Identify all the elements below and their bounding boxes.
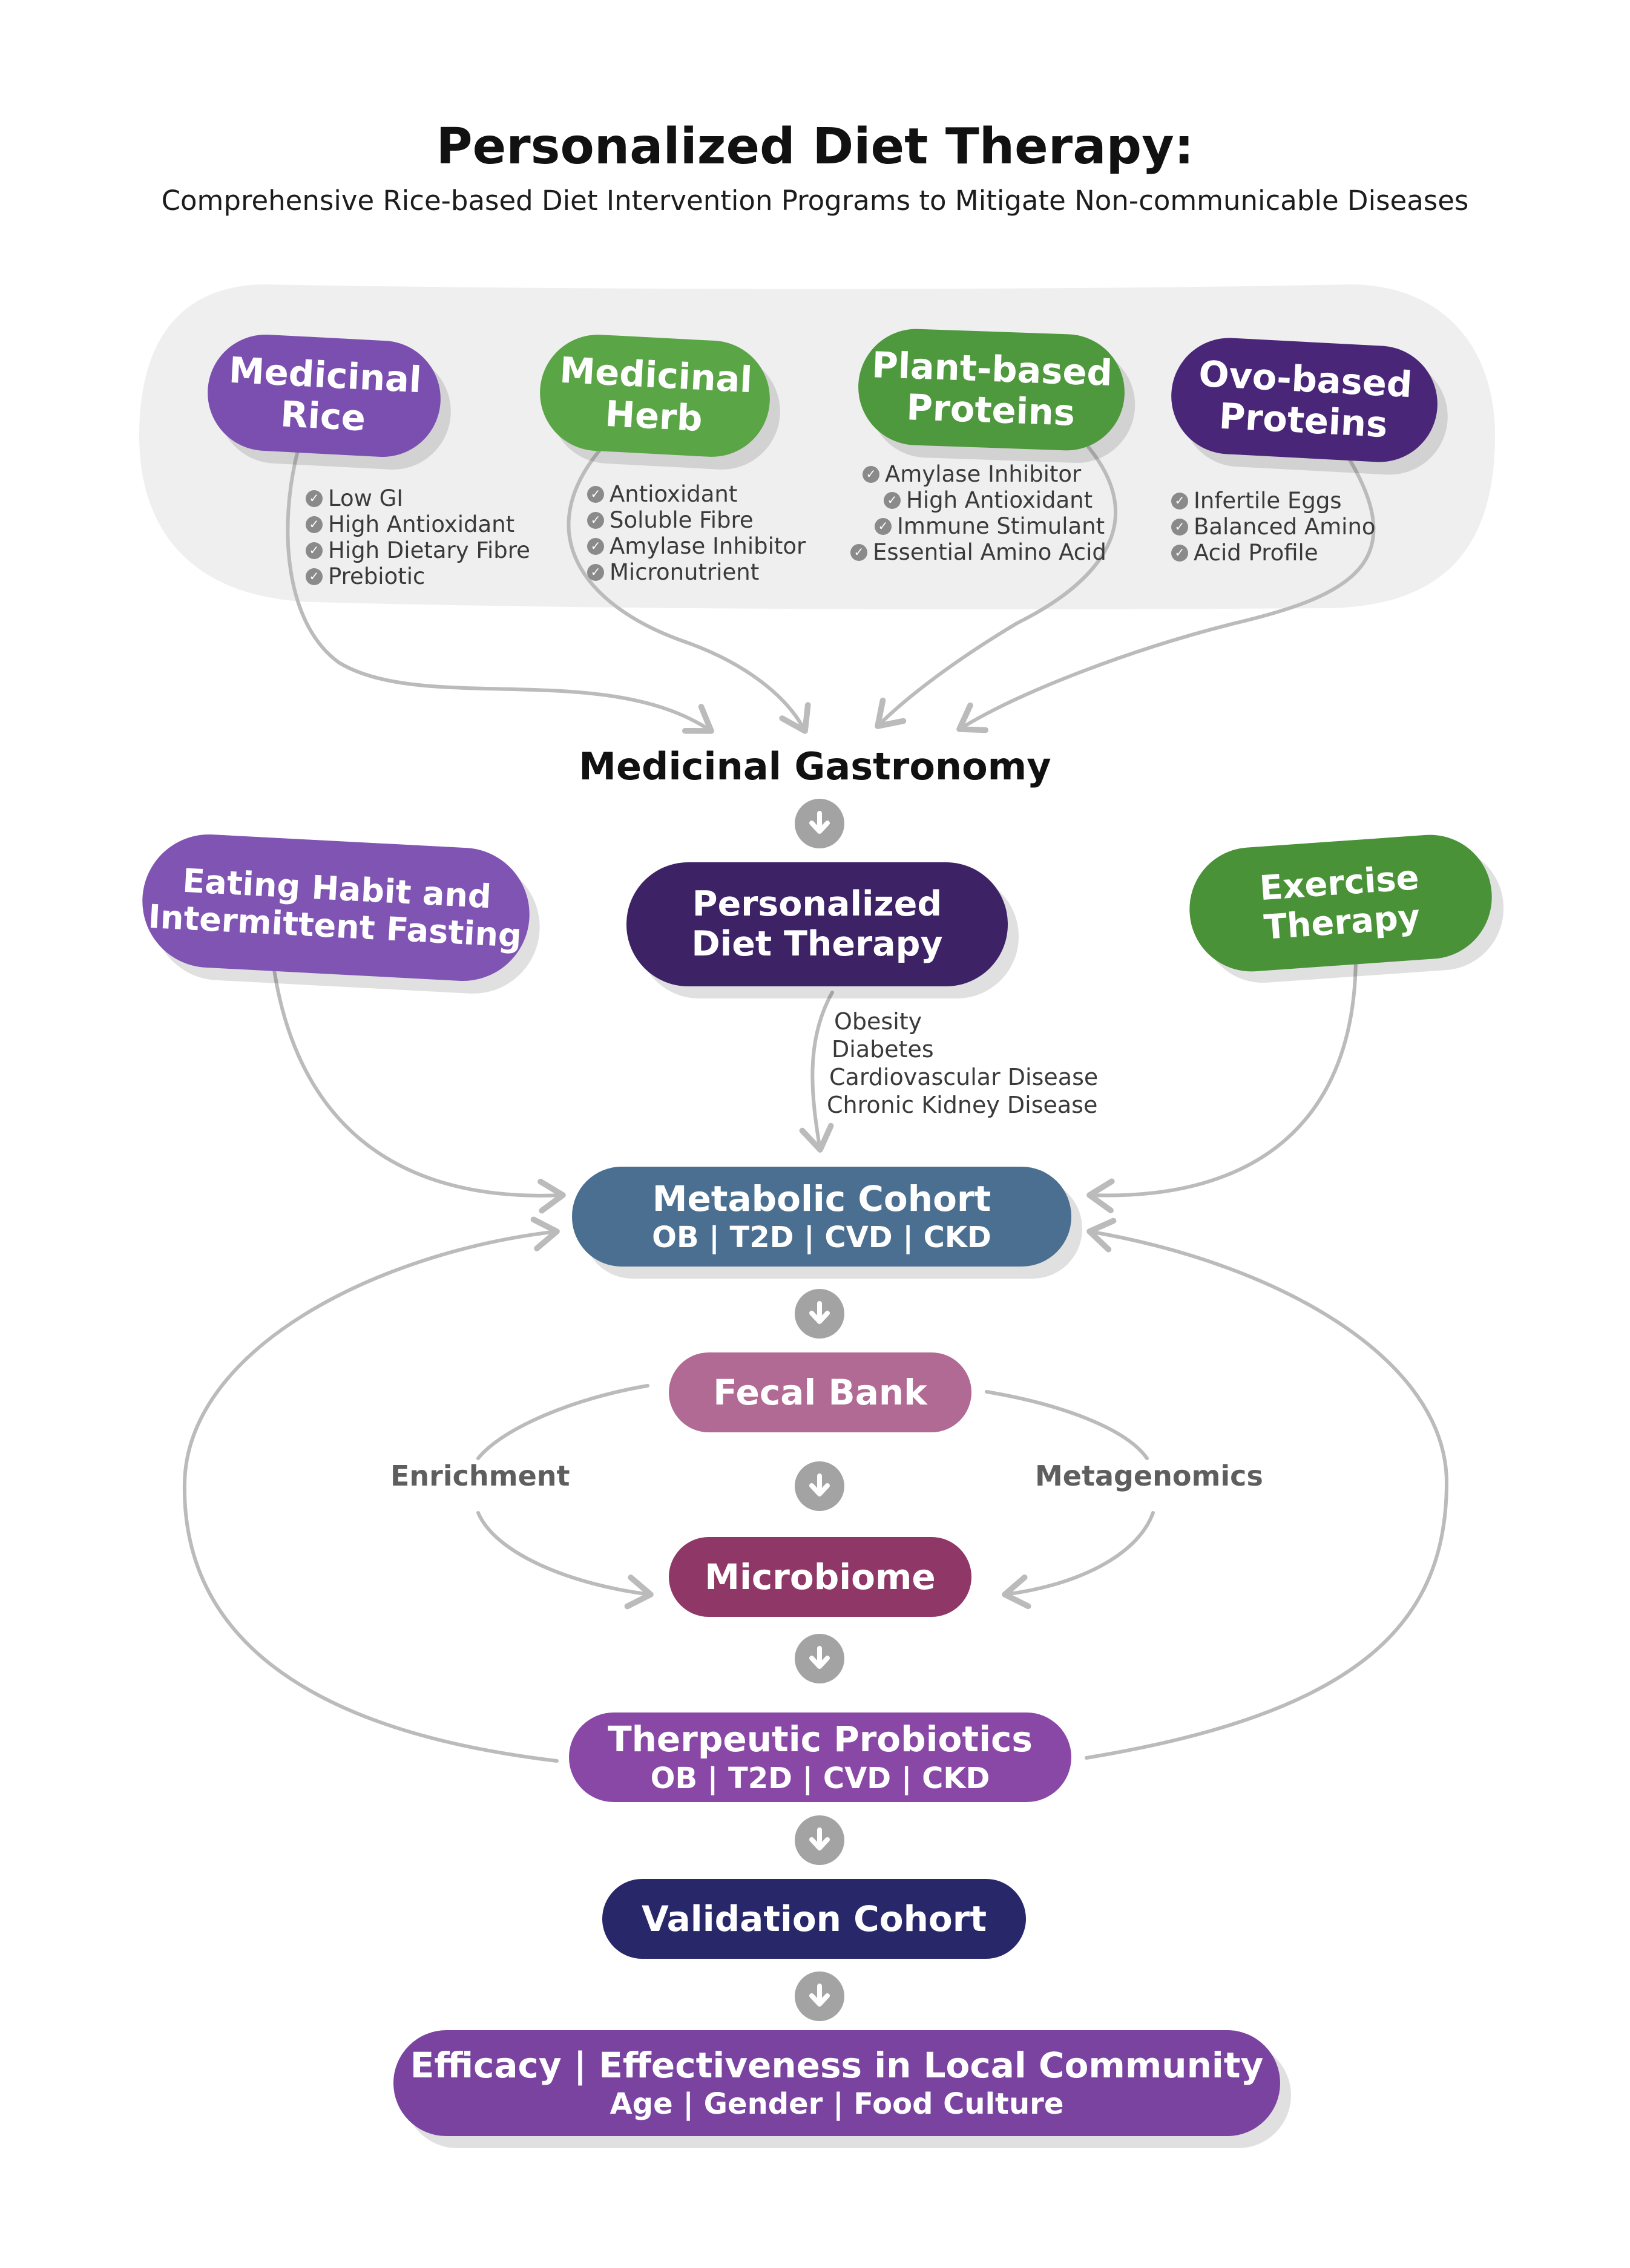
check-icon: ✓ — [587, 537, 604, 555]
check-icon: ✓ — [1171, 492, 1188, 510]
check-icon: ✓ — [1171, 544, 1188, 562]
down-arrow-icon — [795, 1461, 844, 1511]
check-icon: ✓ — [884, 491, 901, 509]
list-item: ✓Low GI — [306, 485, 530, 511]
source-title-line2: Proteins — [905, 386, 1076, 434]
enrichment-label: Enrichment — [390, 1460, 570, 1492]
list-item: ✓Amylase Inhibitor — [587, 533, 806, 559]
list-item: ✓Infertile Eggs — [1171, 488, 1376, 514]
check-icon: ✓ — [587, 563, 604, 581]
source-title-line2: Rice — [279, 393, 367, 439]
source-pill-medicinal-herb: Medicinal Herb — [537, 332, 773, 460]
rice-benefits-list: ✓Low GI ✓High Antioxidant ✓High Dietary … — [306, 485, 530, 589]
check-icon: ✓ — [875, 517, 892, 535]
fecal-bank-pill: Fecal Bank — [669, 1352, 971, 1432]
down-arrow-icon — [795, 1971, 844, 2021]
check-icon: ✓ — [587, 511, 604, 529]
down-arrow-icon — [795, 1815, 844, 1865]
list-item: ✓High Antioxidant — [306, 511, 530, 537]
list-item: Cardiovascular Disease — [829, 1064, 1099, 1090]
therapeutic-probiotics-pill: Therpeutic Probiotics OB | T2D | CVD | C… — [569, 1712, 1071, 1802]
arrow-diet-to-cohort — [799, 991, 834, 1153]
check-icon: ✓ — [306, 542, 323, 559]
source-pill-medicinal-rice: Medicinal Rice — [205, 332, 444, 460]
validation-cohort-pill: Validation Cohort — [602, 1879, 1026, 1959]
arrow-probiotics-loop-left — [182, 1216, 560, 1763]
down-arrow-icon — [795, 799, 844, 848]
arrow-plant-to-gastronomy — [875, 443, 1118, 729]
check-icon: ✓ — [850, 543, 867, 561]
source-title-line2: Proteins — [1218, 395, 1389, 446]
arrow-rice-to-gastronomy — [286, 449, 714, 734]
check-icon: ✓ — [863, 465, 879, 483]
metagenomics-label: Metagenomics — [1035, 1460, 1263, 1492]
list-item: ✓Amylase Inhibitor — [863, 461, 1106, 487]
arrow-fecal-to-metagenomics — [985, 1390, 1149, 1460]
list-item: ✓Micronutrient — [587, 559, 806, 585]
ovo-benefits-list: ✓Infertile Eggs ✓Balanced Amino ✓Acid Pr… — [1171, 488, 1376, 566]
check-icon: ✓ — [1171, 518, 1188, 536]
check-icon: ✓ — [306, 568, 323, 585]
page-title: Personalized Diet Therapy: — [436, 118, 1194, 175]
check-icon: ✓ — [306, 516, 323, 533]
metabolic-cohort-pill: Metabolic Cohort OB | T2D | CVD | CKD — [572, 1167, 1071, 1267]
source-title-line1: Medicinal — [558, 349, 754, 401]
personalized-diet-therapy-pill: Personalized Diet Therapy — [626, 862, 1008, 986]
down-arrow-icon — [795, 1289, 844, 1339]
list-item: ✓High Dietary Fibre — [306, 537, 530, 563]
list-item: Obesity — [834, 1008, 922, 1035]
source-pill-plant-proteins: Plant-based Proteins — [856, 327, 1127, 453]
list-item: ✓Acid Profile — [1171, 540, 1376, 566]
source-pill-ovo-proteins: Ovo-based Proteins — [1168, 335, 1441, 465]
medicinal-gastronomy-label: Medicinal Gastronomy — [579, 744, 1051, 788]
plant-benefits-list: ✓Amylase Inhibitor ✓High Antioxidant ✓Im… — [850, 461, 1106, 565]
check-icon: ✓ — [587, 485, 604, 503]
arrow-probiotics-loop-right — [1085, 1218, 1449, 1760]
down-arrow-icon — [795, 1634, 844, 1683]
herb-benefits-list: ✓Antioxidant ✓Soluble Fibre ✓Amylase Inh… — [587, 481, 806, 585]
list-item: ✓High Antioxidant — [884, 487, 1106, 513]
list-item: ✓Immune Stimulant — [875, 513, 1106, 539]
page-subtitle: Comprehensive Rice-based Diet Interventi… — [161, 185, 1469, 217]
arrow-metagenomics-to-microbiome — [1002, 1511, 1155, 1610]
list-item: Chronic Kidney Disease — [827, 1092, 1098, 1118]
list-item: ✓Balanced Amino — [1171, 514, 1376, 540]
check-icon: ✓ — [306, 490, 323, 507]
list-item: ✓Essential Amino Acid — [850, 539, 1106, 565]
microbiome-pill: Microbiome — [669, 1537, 971, 1617]
list-item: Diabetes — [832, 1036, 934, 1063]
arrow-eating-to-cohort — [268, 921, 566, 1214]
list-item: ✓Prebiotic — [306, 563, 530, 589]
disease-list: Obesity Diabetes Cardiovascular Disease … — [827, 1008, 1099, 1119]
arrow-fecal-to-enrichment — [476, 1384, 649, 1460]
arrow-herb-to-gastronomy — [567, 449, 811, 734]
arrow-ovo-to-gastronomy — [956, 458, 1376, 733]
efficacy-pill: Efficacy | Effectiveness in Local Commun… — [393, 2030, 1280, 2136]
source-background-blob — [139, 284, 1495, 609]
source-title-line2: Herb — [604, 392, 704, 440]
list-item: ✓Antioxidant — [587, 481, 806, 507]
source-title-line1: Medicinal — [228, 349, 423, 401]
arrow-enrichment-to-microbiome — [476, 1511, 654, 1610]
arrow-exercise-to-cohort — [1086, 954, 1358, 1214]
exercise-therapy-pill: Exercise Therapy — [1185, 830, 1496, 976]
eating-habit-pill: Eating Habit and Intermittent Fasting — [139, 831, 533, 985]
list-item: ✓Soluble Fibre — [587, 507, 806, 533]
